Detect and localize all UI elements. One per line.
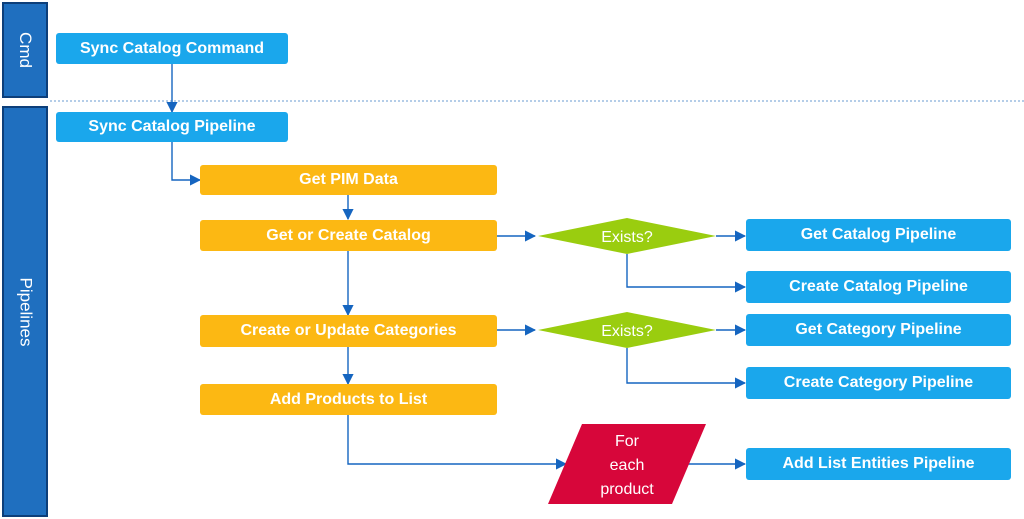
add-list-entities-pipeline-node: Add List Entities Pipeline bbox=[746, 448, 1011, 480]
pipelines-lane: Pipelines bbox=[2, 106, 48, 517]
for-each-product-loop bbox=[548, 424, 706, 504]
exists-category-label: Exists? bbox=[601, 323, 653, 340]
create-or-update-categories-node: Create or Update Categories bbox=[200, 315, 497, 347]
create-category-pipeline-node: Create Category Pipeline bbox=[746, 367, 1011, 399]
connector-exists-to-create-category bbox=[626, 348, 747, 389]
for-each-line2: each bbox=[610, 457, 645, 474]
connector-exists-to-create-catalog bbox=[626, 254, 747, 293]
sync-catalog-command-node: Sync Catalog Command bbox=[56, 33, 288, 64]
for-each-line1: For bbox=[615, 433, 640, 450]
exists-catalog-label: Exists? bbox=[601, 229, 653, 246]
exists-category-decision bbox=[538, 312, 716, 348]
get-category-pipeline-node: Get Category Pipeline bbox=[746, 314, 1011, 346]
sync-catalog-pipeline-node: Sync Catalog Pipeline bbox=[56, 112, 288, 142]
connector-pipeline-to-get-pim bbox=[171, 141, 202, 186]
get-or-create-catalog-node: Get or Create Catalog bbox=[200, 220, 497, 251]
get-pim-data-node: Get PIM Data bbox=[200, 165, 497, 195]
connector-products-to-loop bbox=[347, 415, 568, 470]
create-catalog-pipeline-node: Create Catalog Pipeline bbox=[746, 271, 1011, 303]
get-catalog-pipeline-node: Get Catalog Pipeline bbox=[746, 219, 1011, 251]
cmd-lane: Cmd bbox=[2, 2, 48, 98]
add-products-to-list-node: Add Products to List bbox=[200, 384, 497, 415]
exists-catalog-decision bbox=[538, 218, 716, 254]
for-each-line3: product bbox=[600, 481, 654, 498]
